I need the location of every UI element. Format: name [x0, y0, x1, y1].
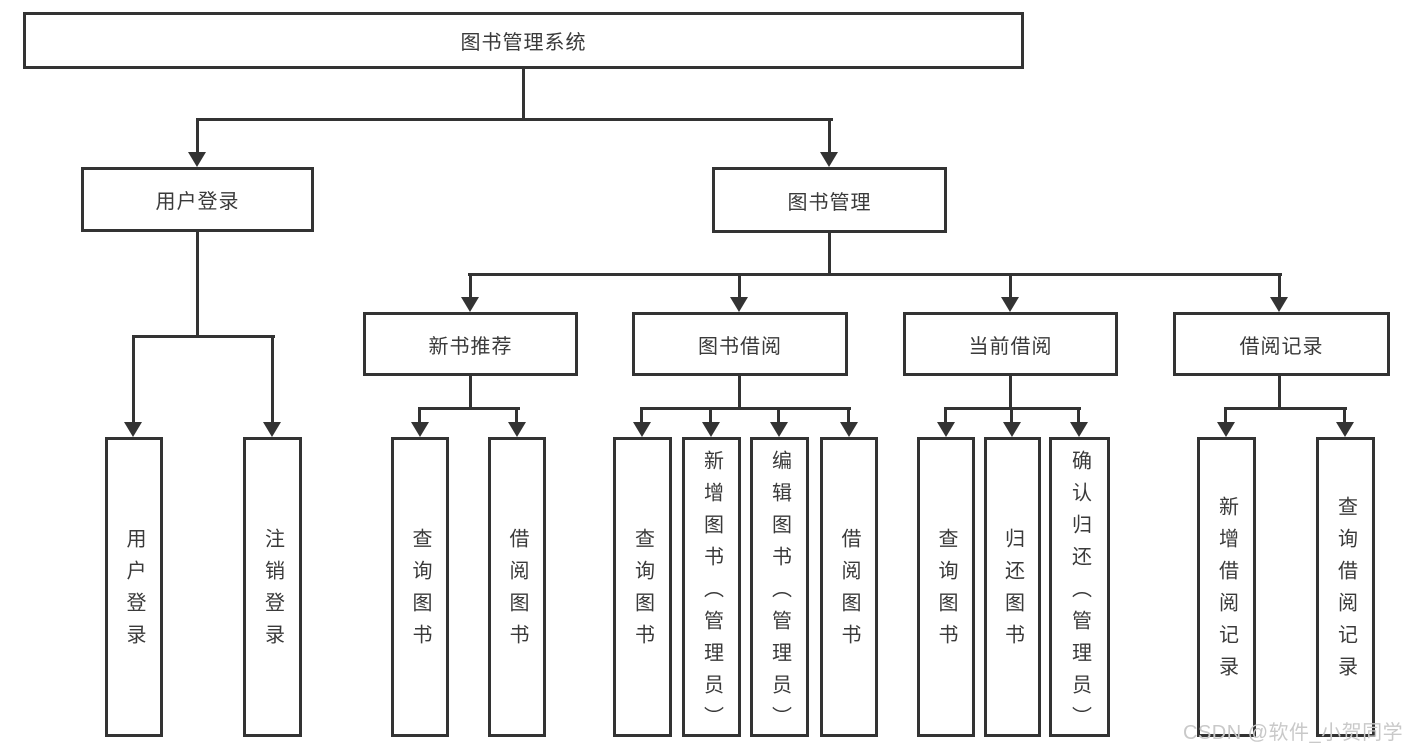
- arrow-down-icon: [1336, 422, 1354, 437]
- node-label: 新书推荐: [428, 335, 513, 358]
- leaf-add-books-admin: 新增图书（管理员）: [682, 437, 741, 738]
- connector-line: [738, 376, 741, 407]
- node-current-borrowing: 当前借阅: [903, 312, 1118, 376]
- leaf-return-books: 归还图书: [984, 437, 1041, 737]
- node-book-borrowing: 图书借阅: [632, 312, 848, 376]
- connector-line: [777, 407, 780, 423]
- leaf-borrow-books: 借阅图书: [820, 437, 878, 737]
- connector-line: [132, 335, 275, 338]
- connector-line: [271, 335, 274, 422]
- arrow-down-icon: [461, 297, 479, 312]
- leaf-label: 查询图书: [935, 528, 957, 656]
- leaf-label: 新增借阅记录: [1215, 496, 1238, 688]
- connector-line: [1278, 273, 1281, 297]
- leaf-user-login: 用户登录: [105, 437, 163, 737]
- leaf-query-borrow-record: 查询借阅记录: [1316, 437, 1375, 737]
- node-user-login: 用户登录: [81, 167, 314, 232]
- node-label: 用户登录: [155, 191, 240, 213]
- connector-line: [1077, 407, 1080, 423]
- connector-line: [1278, 376, 1281, 407]
- node-label: 图书借阅: [698, 335, 782, 358]
- arrow-down-icon: [820, 152, 838, 167]
- arrow-down-icon: [1001, 297, 1019, 312]
- leaf-borrow-books-recommend: 借阅图书: [488, 437, 546, 737]
- node-label: 当前借阅: [968, 335, 1053, 358]
- leaf-label: 新增图书（管理员）: [700, 450, 723, 738]
- connector-line: [418, 407, 421, 423]
- leaf-query-books-recommend: 查询图书: [391, 437, 449, 737]
- connector-line: [640, 407, 643, 423]
- connector-line: [196, 232, 199, 335]
- connector-line: [738, 273, 741, 297]
- connector-line: [1009, 376, 1012, 407]
- arrow-down-icon: [1003, 422, 1021, 437]
- connector-line: [418, 407, 520, 410]
- leaf-label: 查询图书: [631, 528, 654, 656]
- arrow-down-icon: [840, 422, 858, 437]
- connector-line: [640, 407, 851, 410]
- leaf-add-borrow-record: 新增借阅记录: [1197, 437, 1256, 737]
- node-library-system: 图书管理系统: [23, 12, 1024, 69]
- node-label: 图书管理系统: [460, 32, 587, 54]
- arrow-down-icon: [937, 422, 955, 437]
- leaf-label: 归还图书: [1001, 528, 1024, 656]
- arrow-down-icon: [1070, 422, 1088, 437]
- arrow-down-icon: [1217, 422, 1235, 437]
- connector-line: [468, 273, 1282, 276]
- arrow-down-icon: [508, 422, 526, 437]
- connector-line: [944, 407, 947, 423]
- leaf-logout: 注销登录: [243, 437, 302, 737]
- connector-line: [828, 118, 831, 152]
- leaf-label: 借阅图书: [838, 528, 860, 656]
- arrow-down-icon: [770, 422, 788, 437]
- arrow-down-icon: [730, 297, 748, 312]
- connector-line: [709, 407, 712, 423]
- connector-line: [1224, 407, 1347, 410]
- connector-line: [469, 273, 472, 297]
- node-new-book-recommend: 新书推荐: [363, 312, 578, 376]
- connector-line: [847, 407, 850, 423]
- leaf-query-books-borrowing: 查询图书: [613, 437, 672, 737]
- connector-line: [1224, 407, 1227, 423]
- connector-line: [132, 335, 135, 422]
- leaf-query-books-current: 查询图书: [917, 437, 975, 737]
- connector-line: [196, 118, 199, 152]
- connector-line: [1010, 407, 1013, 423]
- arrow-down-icon: [702, 422, 720, 437]
- leaf-confirm-return-admin: 确认归还（管理员）: [1049, 437, 1110, 738]
- leaf-label: 编辑图书（管理员）: [768, 450, 791, 738]
- arrow-down-icon: [124, 422, 142, 437]
- connector-line: [469, 376, 472, 407]
- node-label: 借阅记录: [1239, 335, 1324, 358]
- arrow-down-icon: [633, 422, 651, 437]
- leaf-label: 借阅图书: [506, 528, 528, 656]
- connector-line: [522, 69, 525, 118]
- arrow-down-icon: [263, 422, 281, 437]
- node-label: 图书管理: [787, 191, 872, 214]
- connector-line: [1009, 273, 1012, 297]
- arrow-down-icon: [411, 422, 429, 437]
- leaf-label: 查询图书: [409, 528, 431, 656]
- connector-line: [1343, 407, 1346, 423]
- connector-line: [196, 118, 833, 121]
- node-book-management: 图书管理: [712, 167, 947, 233]
- arrow-down-icon: [188, 152, 206, 167]
- csdn-watermark: CSDN @软件_小贺同学: [1183, 722, 1404, 744]
- leaf-edit-books-admin: 编辑图书（管理员）: [750, 437, 809, 738]
- connector-line: [515, 407, 518, 423]
- leaf-label: 注销登录: [261, 528, 284, 656]
- arrow-down-icon: [1270, 297, 1288, 312]
- leaf-label: 用户登录: [123, 528, 145, 656]
- connector-line: [828, 233, 831, 273]
- leaf-label: 确认归还（管理员）: [1068, 450, 1091, 738]
- leaf-label: 查询借阅记录: [1334, 496, 1357, 688]
- node-borrowing-records: 借阅记录: [1173, 312, 1390, 376]
